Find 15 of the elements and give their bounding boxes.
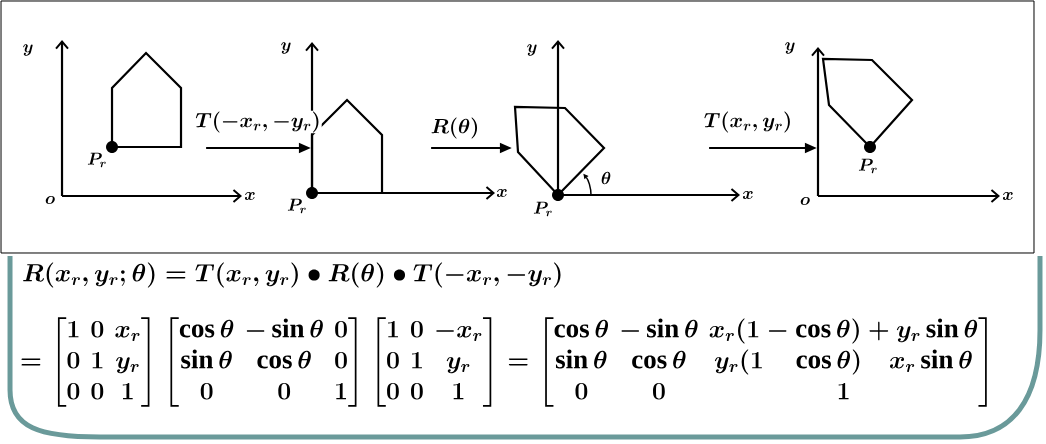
- point-label: $P_r$: [287, 198, 306, 214]
- axis-label: $y$: [281, 42, 291, 54]
- coordinate-plot-drawing: [811, 47, 1000, 203]
- origin-label: $o$: [45, 196, 55, 204]
- point-label: $P_r$: [858, 158, 877, 174]
- equation: $R(x_r,y_r;\theta)=T(x_r,y_r)\bullet R(\theta)\bullet T(-x_r,-y_r)$: [23, 262, 561, 288]
- edge-label: $T(-x_r,-y_r)$: [194, 110, 322, 134]
- point-label: $P_r$: [87, 152, 106, 168]
- origin-label: $o$: [800, 197, 810, 205]
- axis-label: $x$: [496, 189, 507, 197]
- axis-label: $y$: [527, 44, 537, 56]
- matrix-equation: $=\begin{bmatrix}1&0&x_r\\0&1&y_r\\0&0&1\end{bmatrix}\begin{bmatrix}\cos\theta&-\sin\theta&0\\\sin\theta&\cos\theta&0\\0&0&1\end{bmatrix}\begin{bmatrix}1&0&-x_r\\0&1&y_r\\0&0&1\end{bmatrix}=\begin{bmatrix}\cos\theta&-\sin\theta&x_r(1-\cos\theta)+y_r\sin\theta\\\sin\theta&\cos\theta&y_r(1\quad\cos\theta)\quad x_r\sin\theta\\0&0&1\end{bmatrix}$: [21, 317, 987, 407]
- angle-label: $\theta$: [601, 171, 611, 185]
- axis-label: $y$: [23, 44, 33, 56]
- axis-label: $y$: [785, 42, 795, 54]
